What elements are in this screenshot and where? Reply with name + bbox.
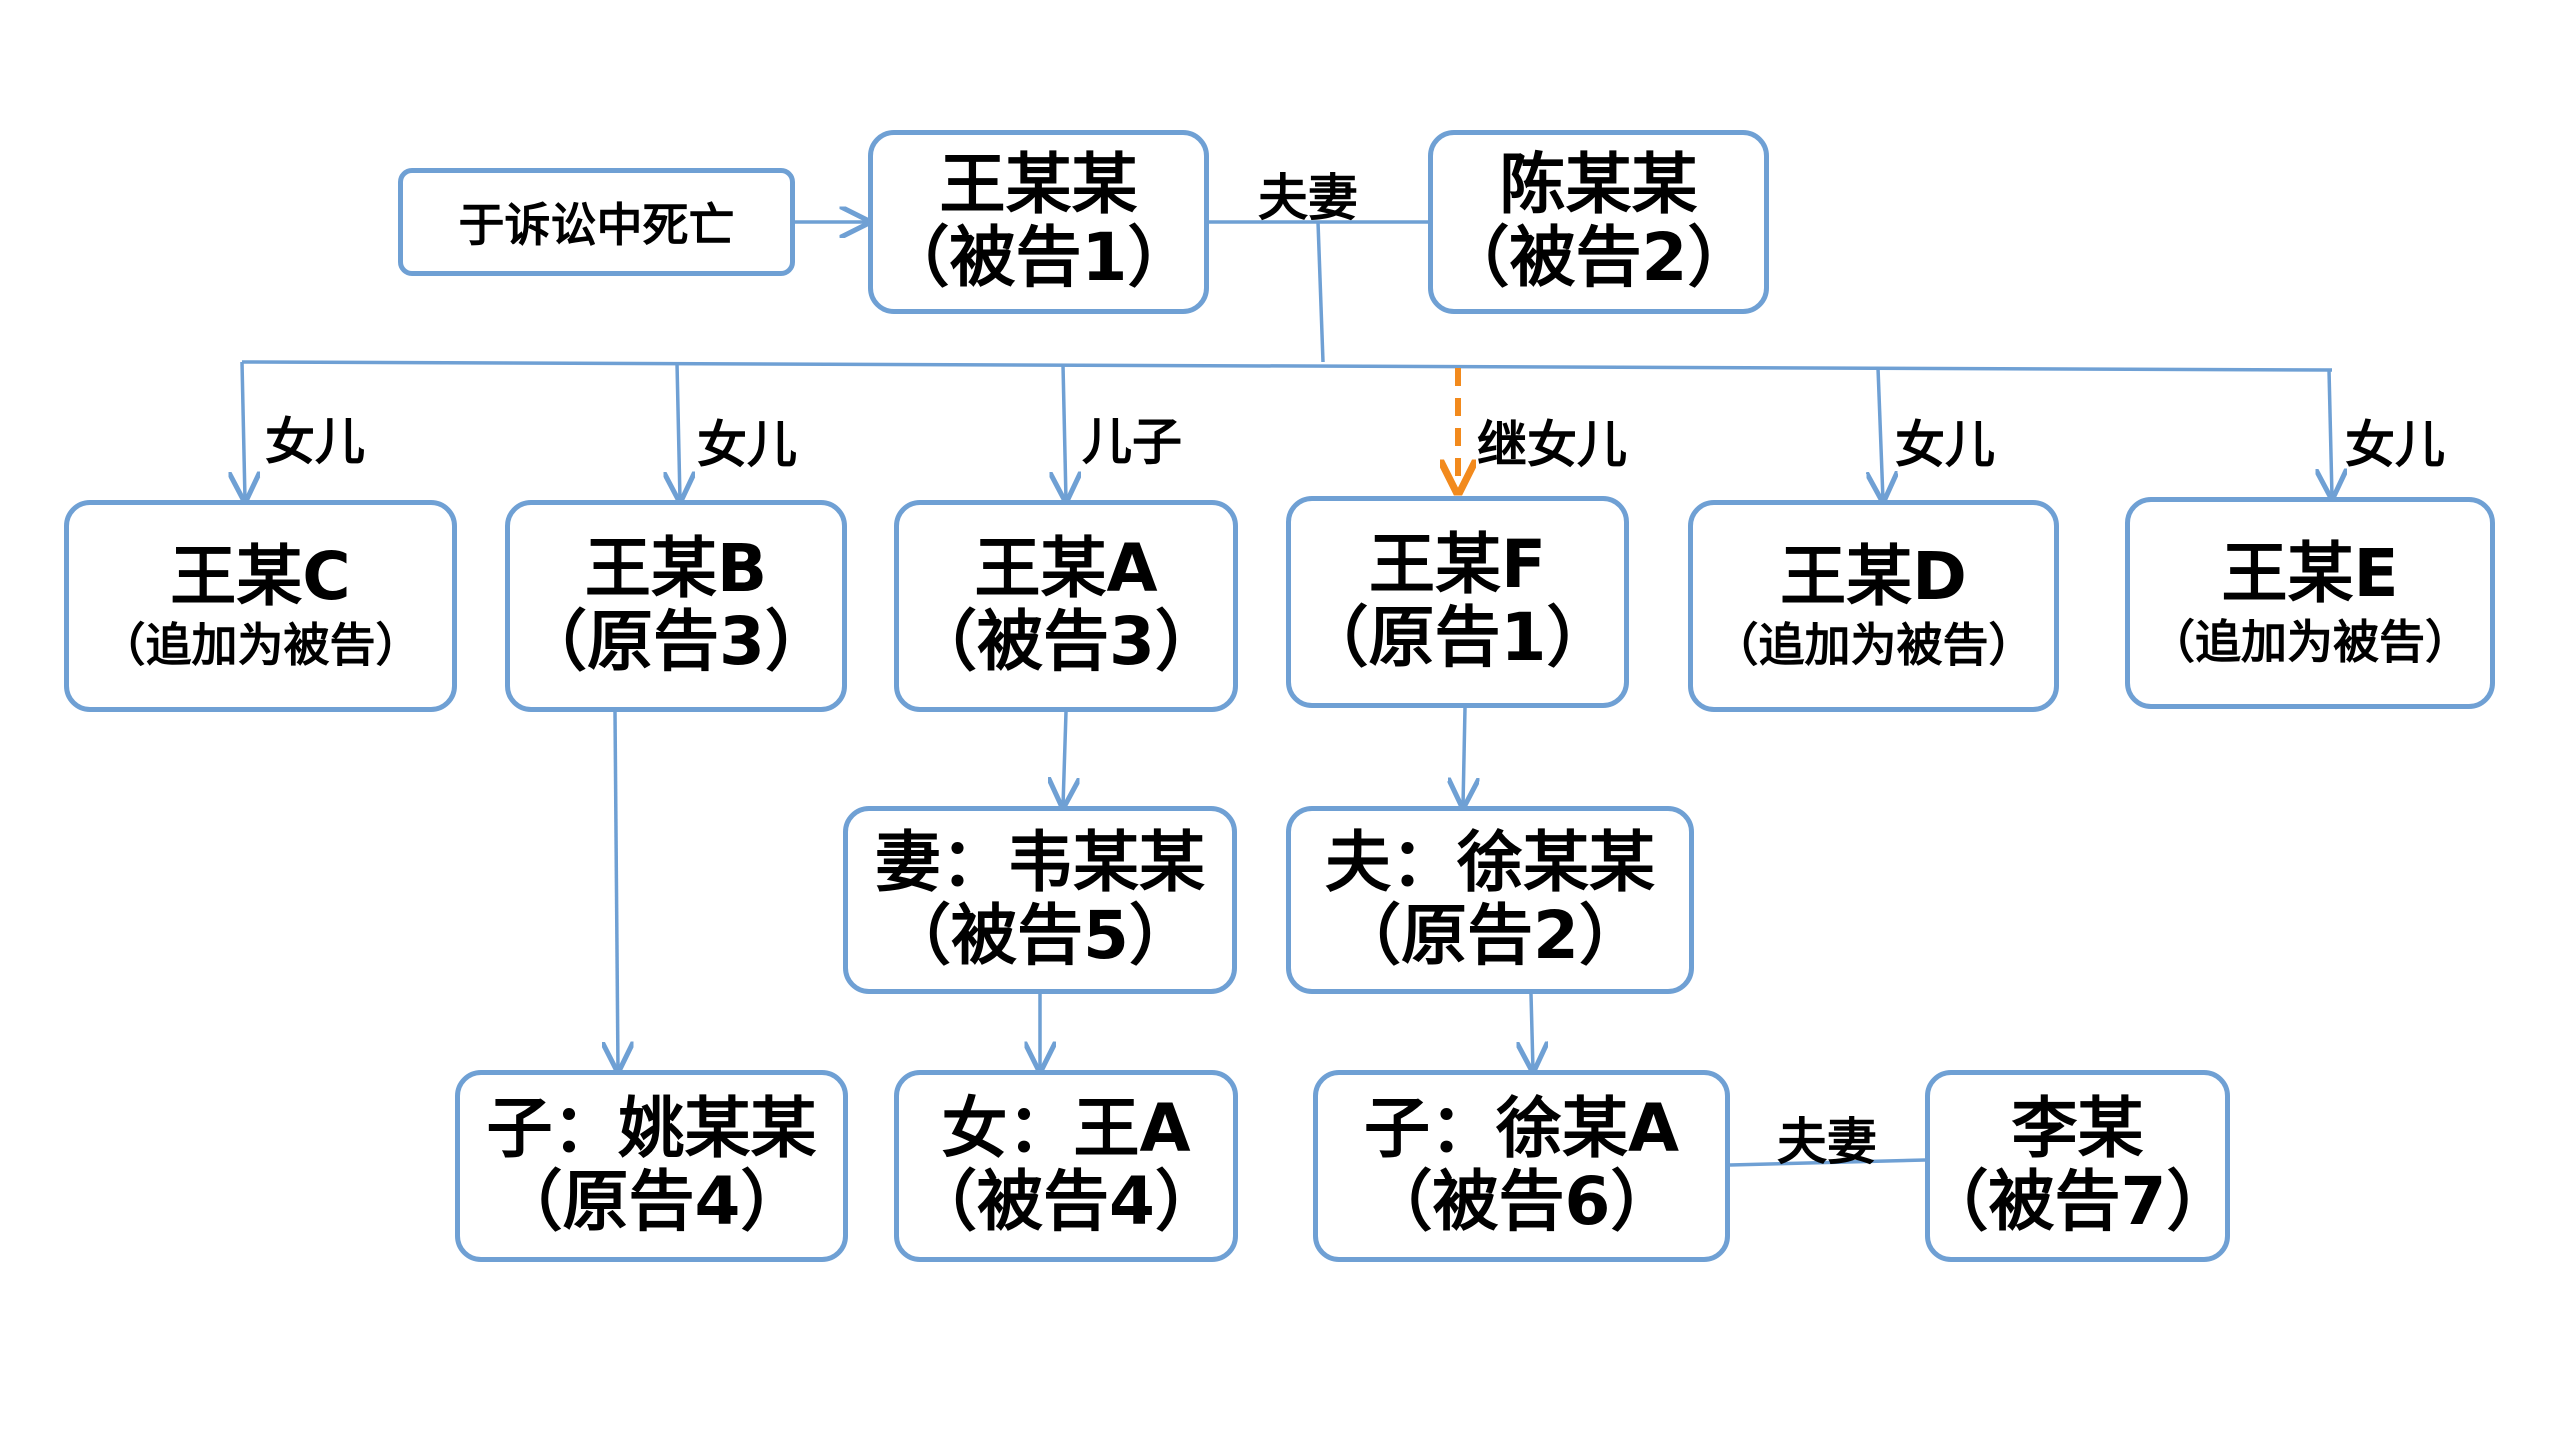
person-role: （原告2） xyxy=(1335,897,1645,974)
person-name: 王某某 xyxy=(939,146,1138,224)
person-wang-b: 王某B （原告3） xyxy=(505,500,847,712)
person-wang-a: 王某A （被告3） xyxy=(894,500,1238,712)
person-role: （追加为被告） xyxy=(2149,615,2471,669)
couple-line-bottom xyxy=(1729,1158,1926,1167)
drop-yao xyxy=(615,711,618,1070)
person-role: （原告1） xyxy=(1302,599,1613,676)
person-li: 李某 （被告7） xyxy=(1922,1070,2233,1262)
person-role: （追加为被告） xyxy=(99,618,422,672)
drop-wang-d xyxy=(1878,367,1883,500)
person-role: （被告2） xyxy=(1443,219,1754,296)
person-yao: 子：姚某某 （原告4） xyxy=(455,1070,848,1262)
person-wang-a-daughter: 女：王A （被告4） xyxy=(894,1070,1238,1262)
person-name: 王某C xyxy=(170,538,351,616)
relation-daughter-b: 女儿 xyxy=(697,416,797,474)
person-name: 王某D xyxy=(1780,538,1967,616)
person-name: 陈某某 xyxy=(1499,146,1698,224)
person-wang-d: 王某D （追加为被告） xyxy=(1688,500,2059,712)
drop-xu-a xyxy=(1531,993,1533,1070)
person-name: 子：徐某A xyxy=(1363,1090,1680,1168)
drop-wang-e xyxy=(2329,369,2332,497)
person-role: （被告4） xyxy=(911,1163,1221,1240)
person-wang-f: 王某F （原告1） xyxy=(1286,496,1629,708)
person-name: 女：王A xyxy=(941,1090,1191,1168)
children-bus xyxy=(241,360,2333,372)
person-name: 王某A xyxy=(974,530,1158,608)
death-note-label: 于诉讼中死亡 xyxy=(458,198,735,252)
person-name: 王某E xyxy=(2221,535,2399,613)
drop-wang-a xyxy=(1063,364,1066,500)
relation-daughter-e: 女儿 xyxy=(2345,416,2445,474)
relation-daughter-c: 女儿 xyxy=(265,413,365,471)
person-role: （追加为被告） xyxy=(1712,618,2035,672)
person-role: （原告4） xyxy=(496,1163,807,1240)
person-wang-e: 王某E （追加为被告） xyxy=(2125,497,2495,709)
person-chenmoumou: 陈某某 （被告2） xyxy=(1428,130,1769,314)
person-name: 王某F xyxy=(1368,526,1547,604)
family-trunk xyxy=(1316,221,1325,363)
relation-couple-top: 夫妻 xyxy=(1258,169,1358,227)
person-role: （被告1） xyxy=(883,219,1194,296)
relation-stepdaughter-f: 继女儿 xyxy=(1477,416,1627,474)
person-role: （被告7） xyxy=(1922,1163,2233,1240)
relation-daughter-d: 女儿 xyxy=(1895,416,1995,474)
person-role: （被告6） xyxy=(1366,1163,1677,1240)
person-wangmoumou: 王某某 （被告1） xyxy=(868,130,1209,314)
person-wei: 妻：韦某某 （被告5） xyxy=(843,806,1237,994)
relation-couple-bottom: 夫妻 xyxy=(1777,1113,1877,1171)
person-role: （被告3） xyxy=(911,603,1221,680)
person-name: 李某 xyxy=(2011,1090,2144,1168)
drop-xu xyxy=(1463,707,1465,806)
drop-wei xyxy=(1063,711,1066,806)
person-name: 妻：韦某某 xyxy=(875,824,1205,902)
person-xu-a: 子：徐某A （被告6） xyxy=(1313,1070,1730,1262)
person-name: 夫：徐某某 xyxy=(1325,824,1655,902)
person-name: 王某B xyxy=(584,530,768,608)
person-name: 子：姚某某 xyxy=(486,1090,817,1168)
person-wang-c: 王某C （追加为被告） xyxy=(64,500,457,712)
person-xu: 夫：徐某某 （原告2） xyxy=(1286,806,1694,994)
death-note-box: 于诉讼中死亡 xyxy=(398,168,795,276)
drop-wang-b xyxy=(677,362,680,500)
drop-wang-c xyxy=(242,361,245,500)
person-role: （被告5） xyxy=(885,897,1195,974)
person-role: （原告3） xyxy=(521,603,831,680)
relation-son-a: 儿子 xyxy=(1082,413,1182,471)
